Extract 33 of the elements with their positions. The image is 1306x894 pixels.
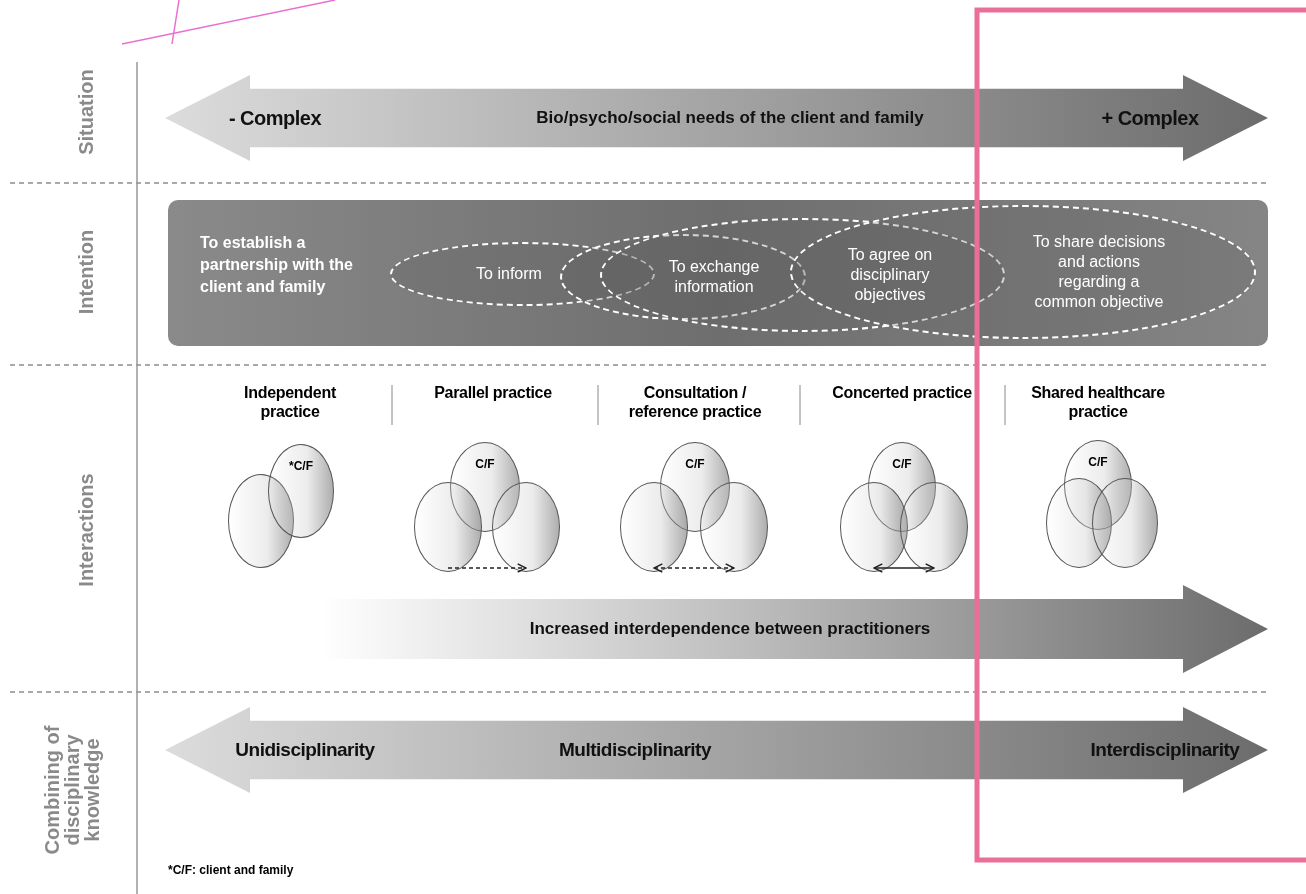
arrow-label: Bio/psycho/social needs of the client and family bbox=[536, 108, 924, 128]
arrow-label: Unidisciplinarity bbox=[235, 739, 375, 761]
intention-panel bbox=[168, 200, 1268, 346]
ellipse-label: To agree on disciplinary objectives bbox=[846, 245, 934, 305]
arrow-label: Multidisciplinarity bbox=[559, 739, 711, 761]
row-title: Situation bbox=[76, 69, 96, 155]
ellipse-label: To share decisions and actions regarding a common objective bbox=[1031, 232, 1167, 312]
column-heading: Concerted practice bbox=[831, 383, 973, 402]
circle-label: C/F bbox=[475, 457, 495, 471]
double-arrow bbox=[165, 75, 1268, 161]
circle-label: C/F bbox=[685, 457, 705, 471]
column-heading: Consultation / reference practice bbox=[627, 383, 763, 421]
footnote: *C/F: client and family bbox=[168, 863, 294, 877]
row-title: Intention bbox=[76, 229, 96, 315]
double-arrow bbox=[165, 707, 1268, 793]
column-heading: Parallel practice bbox=[433, 383, 553, 402]
arrow bbox=[873, 563, 935, 573]
circle-label: *C/F bbox=[289, 459, 313, 473]
row-title: Combining of disciplinary knowledge bbox=[42, 725, 102, 855]
arrow-label: - Complex bbox=[228, 106, 322, 130]
arrow-label: + Complex bbox=[1101, 106, 1199, 130]
column-heading: Shared healthcare practice bbox=[1030, 383, 1166, 421]
ellipse-label: To exchange information bbox=[667, 257, 761, 297]
arrow-label: Increased interdependence between practitioners bbox=[529, 619, 931, 639]
ellipse-label: To inform bbox=[475, 264, 543, 284]
column-heading: Independent practice bbox=[243, 383, 337, 421]
arrow bbox=[447, 563, 527, 573]
row-title: Interactions bbox=[76, 473, 96, 587]
arrow bbox=[653, 563, 735, 573]
circle-label: C/F bbox=[1088, 455, 1108, 469]
arrow-label: Interdisciplinarity bbox=[1090, 739, 1240, 761]
panel-text: To establish a partnership with the client and family bbox=[200, 233, 354, 297]
circle-label: C/F bbox=[892, 457, 912, 471]
